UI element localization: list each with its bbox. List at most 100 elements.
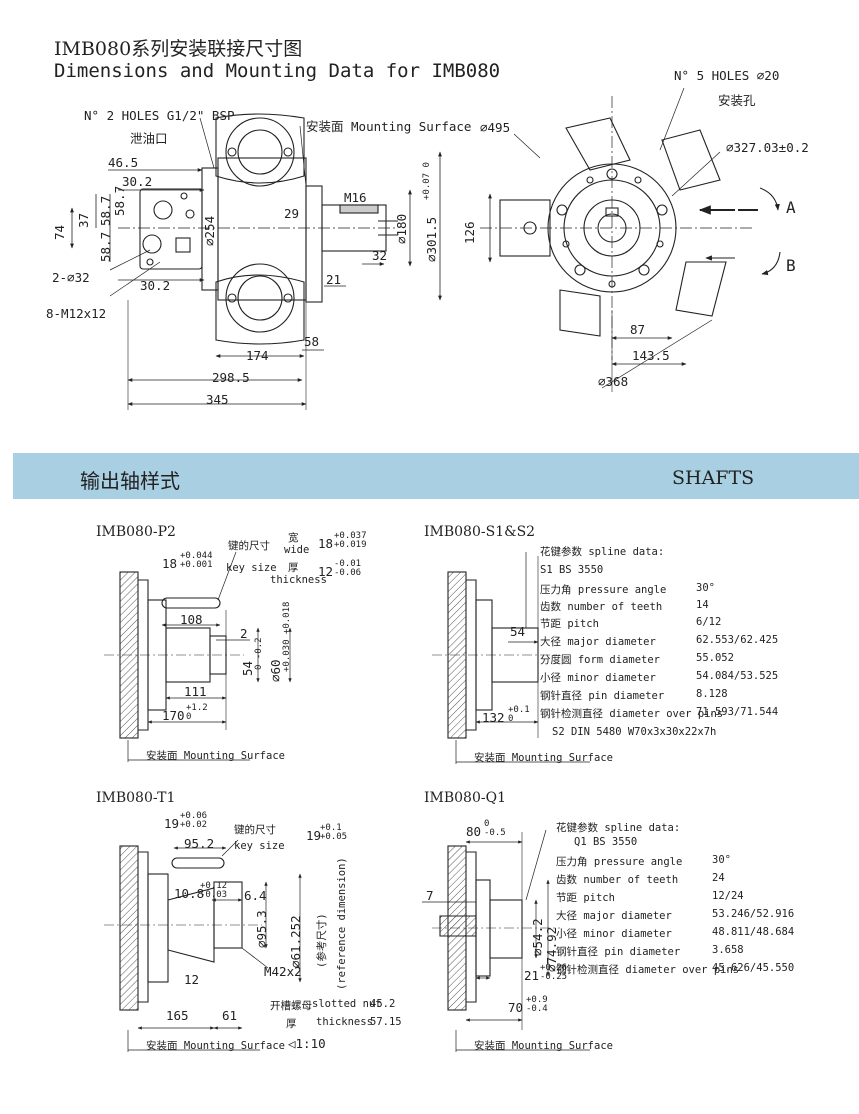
q1-std: Q1 BS 3550 [574, 836, 638, 848]
p2-thick-cn: 厚 [288, 562, 299, 574]
p2-wide-tolerance: +0.037 +0.019 [334, 531, 367, 550]
q1-title: IMB080-Q1 [424, 790, 506, 806]
s1s2-dim-54: 54 [510, 624, 526, 639]
s1s2-row-label: 钢针直径 pin diameter [540, 690, 665, 702]
dim-126: 126 [462, 221, 477, 244]
q1-row-label: 钢针检测直径 diameter over pins [556, 964, 740, 976]
p2-dim-60: ∅60 [268, 659, 283, 682]
dim-298-5: 298.5 [212, 370, 250, 385]
q1-dim-70-tolerance: +0.9 -0.4 [526, 995, 548, 1014]
dim-495: ∅495 [480, 120, 511, 135]
shafts-section-en: SHAFTS [672, 467, 755, 489]
label-a: A [786, 198, 796, 217]
q1-dim-21: 21 [524, 968, 540, 983]
drain-cn-label: 泄油口 [130, 131, 168, 146]
q1-row-label: 齿数 number of teeth [556, 874, 679, 886]
dim-21: 21 [326, 272, 342, 287]
q1-row-label: 节距 pitch [556, 892, 615, 904]
s1s2-dim-132: 132 [482, 710, 505, 725]
t1-dim-95-2: 95.2 [184, 836, 215, 851]
q1-row-value: 30° [712, 854, 731, 866]
s1s2-std: S1 BS 3550 [540, 564, 604, 576]
q1-row-value: 45.626/45.550 [712, 962, 795, 974]
p2-wide-value: 18 [318, 536, 334, 551]
dim-87: 87 [630, 322, 646, 337]
p2-title: IMB080-P2 [96, 524, 176, 540]
p2-dim-54: 54 [240, 660, 255, 676]
q1-row-label: 压力角 pressure angle [556, 856, 683, 868]
page-title-en: Dimensions and Mounting Data for IMB080 [54, 60, 501, 82]
p2-dim-18: 18 [162, 556, 178, 571]
q1-dim-80-tolerance: 0 -0.5 [484, 819, 506, 838]
label-b: B [786, 256, 796, 275]
t1-key-tolerance: +0.1 +0.05 [320, 823, 348, 842]
s1s2-drawing [432, 552, 590, 764]
t1-dim-61-252: ∅61.252 [288, 915, 303, 968]
dim-301-5: ∅301.5 [424, 216, 439, 262]
page-title-cn: IMB080系列安装联接尺寸图 [54, 38, 303, 60]
t1-nut-en: slotted nut [312, 998, 382, 1010]
q1-drawing [422, 829, 590, 1052]
dim-301-5-tolerance: +0.07 0 [422, 162, 432, 200]
p2-key-cn: 键的尺寸 [228, 540, 270, 552]
mount-holes-cn: 安装孔 [718, 93, 756, 108]
p2-mounting-label: 安装面 Mounting Surface [146, 750, 285, 762]
q1-mounting-label: 安装面 Mounting Surface [474, 1040, 613, 1052]
dim-58-7-b: 58.7 [112, 185, 127, 216]
p2-dim-60-tolerance: +0.030 +0.018 [282, 601, 292, 672]
q1-dim-7: 7 [426, 888, 434, 903]
s1s2-row-value: 54.084/53.525 [696, 670, 779, 682]
p2-dim-108: 108 [180, 612, 203, 627]
shafts-section-band [13, 453, 859, 499]
s1s2-row-label: 齿数 number of teeth [540, 601, 663, 613]
t1-drawing [104, 839, 302, 1052]
dim-345: 345 [206, 392, 229, 407]
p2-drawing [104, 551, 292, 762]
p2-thick-tolerance: -0.01 -0.06 [334, 559, 362, 578]
t1-thick-en: thickness [316, 1016, 373, 1028]
front-view [480, 87, 781, 392]
t1-dim-10-8-tolerance: +0.12 -0.03 [200, 881, 228, 900]
mounting-surface-label: 安装面 Mounting Surface [306, 119, 472, 134]
t1-dim-m42: M42x2 [264, 964, 302, 979]
p2-dim-54-tolerance: 0 -0.2 [254, 637, 264, 670]
dim-37: 37 [76, 212, 91, 228]
s1s2-row-value: 14 [696, 599, 709, 611]
q1-row-value: 53.246/52.916 [712, 908, 795, 920]
p2-dim-170: 170 [162, 708, 185, 723]
t1-ref-cn: (参考尺寸) [316, 913, 328, 968]
t1-dim-165: 165 [166, 1008, 189, 1023]
dim-30-2-bottom: 30.2 [140, 278, 171, 293]
t1-dim-61: 61 [222, 1008, 238, 1023]
s1s2-row-label: 压力角 pressure angle [540, 584, 667, 596]
s1s2-row-value: 71.593/71.544 [696, 706, 779, 718]
q1-dim-21-tolerance: +0.26 -0.25 [540, 963, 568, 982]
s1s2-mounting-label: 安装面 Mounting Surface [474, 752, 613, 764]
dim-46-5: 46.5 [108, 155, 139, 170]
t1-ref-en: (reference dimension) [336, 857, 348, 990]
dim-327: ∅327.03±0.2 [726, 140, 809, 155]
t1-key-cn: 键的尺寸 [234, 824, 276, 836]
q1-row-value: 48.811/48.684 [712, 926, 795, 938]
t1-thick-value: 57.15 [370, 1016, 402, 1028]
s1s2-row-value: 6/12 [696, 616, 722, 628]
s1s2-row-label: 钢针检测直径 diameter over pins [540, 708, 724, 720]
t1-nut-cn: 开槽螺母 [270, 1000, 312, 1012]
q1-row-label: 钢针直径 pin diameter [556, 946, 681, 958]
t1-title: IMB080-T1 [96, 790, 176, 806]
p2-dim-2: 2 [240, 626, 248, 641]
q1-row-value: 24 [712, 872, 725, 884]
dim-29: 29 [284, 206, 300, 221]
dim-32: 32 [372, 248, 388, 263]
t1-dim-19-tolerance: +0.06 +0.02 [180, 811, 208, 830]
t1-key-en: key size [234, 840, 285, 852]
p2-wide-cn: 宽 [288, 532, 299, 544]
p2-wide-en: wide [284, 544, 310, 556]
shafts-section-cn: 输出轴样式 [80, 469, 180, 493]
q1-dim-54-2: ∅54.2 [530, 918, 545, 956]
s1s2-row-value: 55.052 [696, 652, 734, 664]
s1s2-dim-132-tolerance: +0.1 0 [508, 705, 530, 724]
p2-thick-value: 12 [318, 564, 334, 579]
dim-174: 174 [246, 348, 269, 363]
p2-key-en: key size [226, 562, 277, 574]
